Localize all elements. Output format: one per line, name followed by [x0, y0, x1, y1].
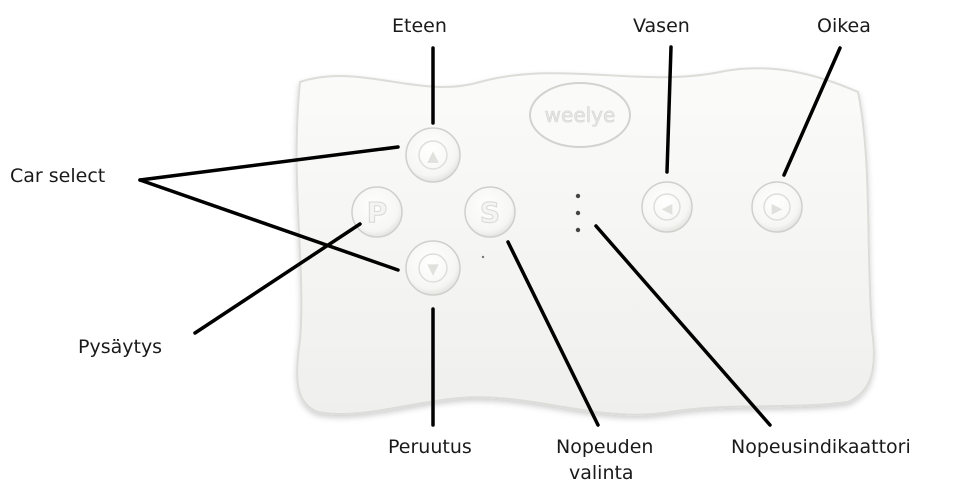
speed-button[interactable]: S	[465, 187, 515, 237]
label-speed-select-line1: Nopeuden	[556, 436, 653, 458]
small-dot	[482, 256, 484, 258]
right-button[interactable]: ▶	[752, 182, 802, 232]
up-triangle-icon: ▲	[427, 147, 439, 165]
logo-text: weelye	[545, 103, 616, 127]
park-button[interactable]: P	[352, 187, 402, 237]
label-speed-select-line2: valinta	[569, 462, 634, 484]
left-button[interactable]: ◀	[642, 182, 692, 232]
label-speed-indicator: Nopeusindikaattori	[731, 436, 911, 458]
label-stop: Pysäytys	[78, 336, 162, 358]
label-reverse: Peruutus	[388, 436, 472, 458]
label-left: Vasen	[633, 15, 690, 37]
forward-button[interactable]: ▲	[406, 128, 460, 182]
down-triangle-icon: ▼	[427, 260, 439, 278]
label-forward: Eteen	[392, 15, 447, 37]
reverse-button[interactable]: ▼	[406, 241, 460, 295]
speed-s-icon: S	[480, 196, 500, 229]
label-car-select: Car select	[10, 165, 105, 187]
park-p-icon: P	[367, 196, 388, 229]
right-triangle-icon: ▶	[772, 201, 783, 217]
label-right: Oikea	[817, 15, 871, 37]
left-triangle-icon: ◀	[662, 201, 673, 217]
